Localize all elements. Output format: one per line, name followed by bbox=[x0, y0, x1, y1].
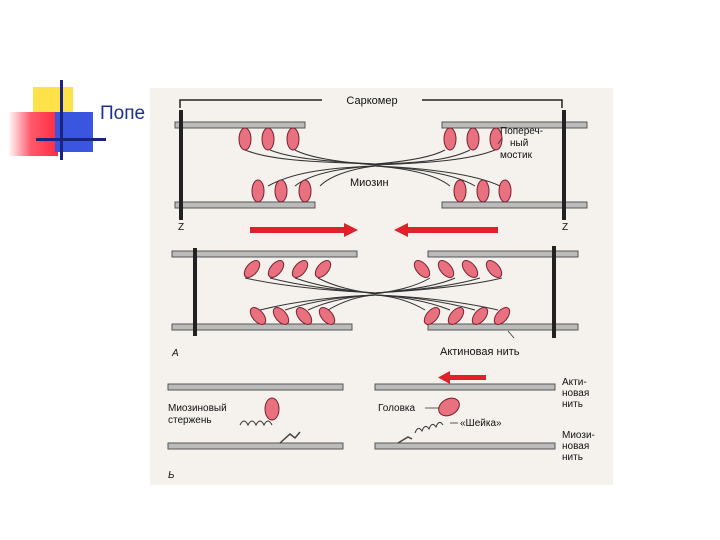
actin-filament bbox=[441, 201, 588, 209]
actin-filament bbox=[174, 121, 306, 129]
myosin-tails-bottom bbox=[244, 277, 503, 311]
slide-title: Попе bbox=[100, 103, 146, 124]
actin-filament-label: Актиновая нить bbox=[440, 346, 520, 358]
actin-filament bbox=[171, 250, 358, 258]
myosin-tails-top bbox=[244, 149, 501, 187]
myosin-rod-right bbox=[397, 436, 413, 444]
decor-vertical-line bbox=[60, 80, 63, 160]
head-label: Головка bbox=[378, 403, 416, 414]
panel-b-label: Ь bbox=[168, 470, 175, 481]
actin-filament-b-right bbox=[374, 383, 556, 391]
myosin-filament-label-right: Миози- новая нить bbox=[562, 430, 598, 463]
sarcomere-label: Саркомер bbox=[346, 95, 397, 107]
sarcomere-bracket-right bbox=[422, 99, 563, 108]
actin-filament bbox=[441, 121, 588, 129]
sarcomere-figure: Саркомер Z Z Миозин По bbox=[150, 88, 613, 485]
neck-coil-left bbox=[239, 420, 273, 427]
z-label-left: Z bbox=[178, 222, 184, 233]
decor-horizontal-line bbox=[36, 138, 106, 141]
actin-filament bbox=[427, 250, 579, 258]
actin-filament bbox=[427, 323, 579, 331]
arrow-right-head bbox=[344, 223, 358, 237]
myosin-head-left bbox=[264, 397, 280, 421]
myosin-filament-b-left bbox=[167, 442, 344, 450]
arrow-left-small-head bbox=[438, 371, 450, 384]
sarcomere-diagram: Саркомер Z Z Миозин По bbox=[167, 95, 598, 481]
arrow-left-small bbox=[450, 375, 486, 380]
z-label-right: Z bbox=[562, 222, 568, 233]
myosin-heads-bottom bbox=[243, 260, 511, 325]
myosin-rod-left bbox=[279, 431, 301, 444]
neck-label: «Шейка» bbox=[460, 418, 502, 429]
actin-pointer bbox=[507, 330, 515, 339]
panel-a-label: А bbox=[171, 348, 179, 359]
myosin-filament-b-right bbox=[374, 442, 556, 450]
actin-filament bbox=[174, 201, 316, 209]
arrow-left bbox=[408, 227, 498, 233]
arrow-right bbox=[250, 227, 344, 233]
decor-red-gradient-bar bbox=[8, 112, 58, 156]
cross-bridge-pointer bbox=[497, 137, 503, 145]
contraction-arrows bbox=[250, 223, 498, 237]
actin-filament-b-left bbox=[167, 383, 344, 391]
myosin-rod-label: Миозиновый стержень bbox=[168, 403, 230, 426]
sarcomere-bracket-left bbox=[179, 99, 322, 108]
neck-coil-right bbox=[414, 421, 444, 434]
cross-bridge-label: Попереч- ный мостик bbox=[500, 126, 546, 161]
myosin-heads-top bbox=[238, 127, 512, 203]
myosin-head-right bbox=[438, 397, 460, 417]
z-line-right-contracted bbox=[552, 246, 556, 338]
actin-filament-label-right: Акти- новая нить bbox=[562, 377, 592, 410]
z-line-left bbox=[179, 110, 183, 220]
myosin-label: Миозин bbox=[350, 177, 389, 189]
z-line-left-contracted bbox=[193, 248, 197, 336]
arrow-left-head bbox=[394, 223, 408, 237]
z-line-right bbox=[562, 110, 566, 220]
